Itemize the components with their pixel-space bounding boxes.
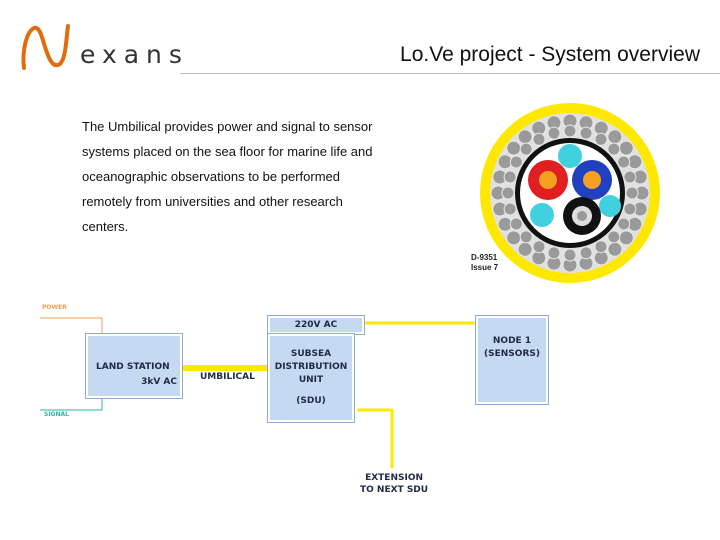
umbilical-label: UMBILICAL [200,372,255,382]
description-line: The Umbilical provides power and signal … [82,119,373,134]
filler [530,203,554,227]
armour-wire [517,241,533,257]
voltage-box: 220V AC [267,315,365,335]
armour-wire [623,202,637,216]
description-line: oceanographic observations to be perform… [82,169,340,184]
armour-wire [607,142,621,156]
armour-wire [532,240,546,254]
armour-wire [625,186,639,200]
armour-wire [607,230,621,244]
armour-wire [594,240,608,254]
extension-line: TO NEXT SDU [360,485,429,495]
node-title: NODE 1 [492,336,532,346]
voltage-label: 220V AC [294,320,338,330]
cable-code-number: D-9351 [471,253,498,262]
armour-wire [617,217,631,231]
page-title: Lo.Ve project - System overview [400,43,700,66]
armour-wire [547,246,561,260]
armour-wire [594,132,608,146]
armour-wires [490,113,650,273]
armour-wire [618,230,634,246]
armour-wire [532,132,546,146]
armour-wire [607,129,623,145]
armour-wire [506,230,522,246]
signal-line [40,398,103,411]
signal-label: SIGNAL [44,411,69,418]
sdu-label-line: SUBSEA [290,349,332,359]
armour-wire [563,124,577,138]
description-line: remotely from universities and other res… [82,194,343,209]
nexans-logo-icon [21,24,70,70]
extension-label: EXTENSION TO NEXT SDU [360,472,428,496]
sdu-label-line: DISTRIBUTION [274,362,348,372]
cable-cross-section-image [480,103,660,283]
armour-wire [579,246,593,260]
cable-issue: Issue 7 [471,263,499,272]
armour-wire [503,170,517,184]
diagram-lines [40,317,478,468]
armour-wire [579,126,593,140]
system-diagram: POWER SIGNAL LAND STATION 3kV AC UMBILIC… [0,290,720,540]
land-station-box: LAND STATION 3kV AC [85,333,183,399]
armour-wire [519,230,533,244]
logo-wordmark: exans [80,40,189,69]
armour-wire [623,170,637,184]
armour-wire [517,129,533,145]
cable-code: D-9351 Issue 7 [471,253,498,273]
armour-wire [501,186,515,200]
filler [558,144,582,168]
land-station-label: LAND STATION [96,362,170,372]
sdu-label-line [270,387,352,395]
sdu-label-line: (SDU) [296,396,326,406]
land-station-voltage: 3kV AC [141,377,177,387]
extension-line: EXTENSION [365,473,423,483]
header-divider [180,73,720,74]
description-text: The Umbilical provides power and signal … [82,114,422,239]
node-box: NODE 1 (SENSORS) [475,315,549,405]
armour-wire [506,140,522,156]
armour-wire [509,155,523,169]
armour-wire [618,140,634,156]
armour-wire [617,155,631,169]
sdu-box: SUBSEA DISTRIBUTION UNIT (SDU) [267,333,355,423]
armour-wire [547,126,561,140]
armour-wire [563,248,577,262]
filler [599,195,621,217]
armour-wire [519,142,533,156]
node-subtitle: (SENSORS) [484,349,540,359]
armour-wire [607,241,623,257]
power-line [40,317,103,338]
description-line: systems placed on the sea floor for mari… [82,144,373,159]
sdu-label-line: UNIT [298,375,324,385]
armour-wire [509,217,523,231]
power-label: POWER [42,304,67,311]
armour-wire [503,202,517,216]
description-line: centers. [82,219,129,234]
